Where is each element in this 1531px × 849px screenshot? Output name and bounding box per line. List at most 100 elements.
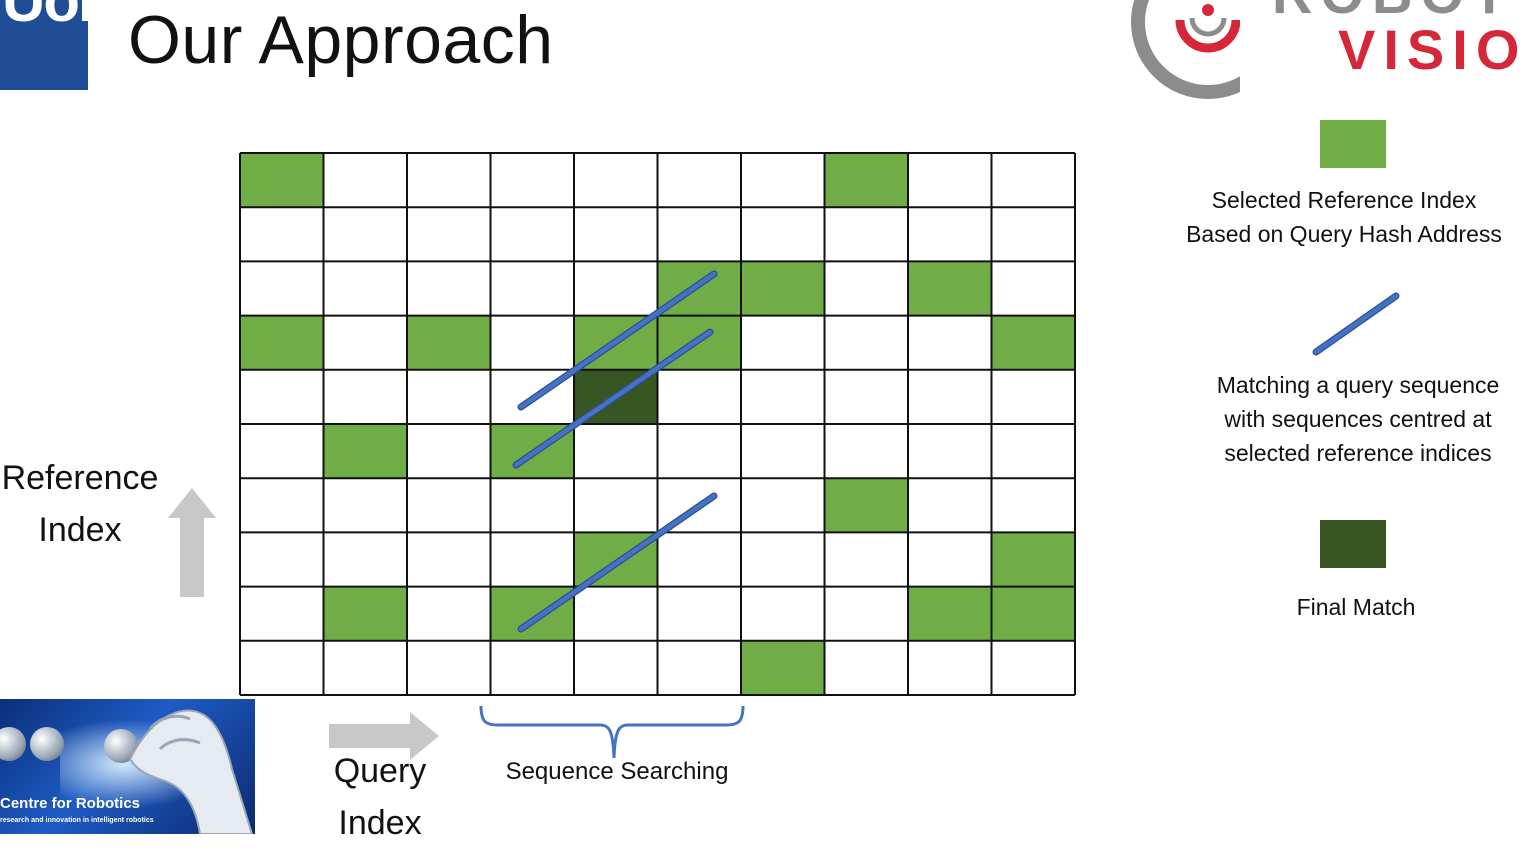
grid-cell-empty <box>824 207 908 262</box>
grid-cell-empty <box>741 315 825 370</box>
grid-cell-empty <box>490 153 574 208</box>
matching-lines <box>512 270 718 633</box>
query-index-label-line1: Query <box>333 752 427 790</box>
grid-cell-empty <box>240 261 324 316</box>
reference-query-grid <box>240 153 1075 695</box>
grid-cell-empty <box>490 261 574 316</box>
sequence-searching-label: Sequence Searching <box>505 758 729 785</box>
legend-final-match-swatch <box>1320 520 1386 568</box>
grid-cell-empty <box>407 640 491 695</box>
grid-cell-empty <box>824 424 908 479</box>
grid-cell-empty <box>991 153 1075 208</box>
grid-cell-empty <box>240 424 324 479</box>
grid-cell-empty <box>657 640 741 695</box>
grid-cell-empty <box>240 586 324 641</box>
grid-cell-empty <box>574 478 658 533</box>
grid-cell-empty <box>991 478 1075 533</box>
grid-cell-empty <box>741 478 825 533</box>
grid-cell-empty <box>908 640 992 695</box>
grid-cell-empty <box>407 478 491 533</box>
banner-subtitle: research and innovation in intelligent r… <box>0 817 154 824</box>
grid-cell-empty <box>741 207 825 262</box>
grid-cell-empty <box>657 369 741 424</box>
slide-title: Our Approach <box>128 2 554 78</box>
grid-cell-empty <box>240 478 324 533</box>
reference-index-label: Reference Index <box>0 452 172 556</box>
robot-vision-wordmark-bottom: VISIO <box>1338 18 1528 81</box>
grid-cell-selected <box>490 586 574 641</box>
reference-index-label-line2: Index <box>38 511 122 549</box>
grid-cell-empty <box>323 532 407 587</box>
grid-cell-empty <box>657 532 741 587</box>
query-index-arrow-icon <box>329 712 439 760</box>
grid-cell-empty <box>490 315 574 370</box>
grid-cell-empty <box>407 261 491 316</box>
grid-cell-empty <box>323 478 407 533</box>
grid-cell-empty <box>574 207 658 262</box>
grid-cell-empty <box>407 424 491 479</box>
legend-matching-line2: with sequences centred at <box>1224 406 1492 432</box>
grid-cell-empty <box>574 586 658 641</box>
grid-cell-empty <box>824 532 908 587</box>
grid-cell-empty <box>407 532 491 587</box>
grid-cell-empty <box>741 153 825 208</box>
grid-cell-empty <box>824 369 908 424</box>
grid-cell-selected <box>240 153 324 208</box>
centre-for-robotics-banner: Centre for Robotics research and innovat… <box>0 699 255 834</box>
grid-cell-selected <box>741 261 825 316</box>
grid-cell-selected <box>991 315 1075 370</box>
grid-cell-empty <box>657 153 741 208</box>
cradle-ball-icon <box>30 727 64 761</box>
grid-cell-empty <box>657 424 741 479</box>
grid-cell-selected <box>407 315 491 370</box>
grid-cell-empty <box>908 424 992 479</box>
legend-selected-line2: Based on Query Hash Address <box>1186 221 1502 247</box>
grid-cell-selected <box>240 315 324 370</box>
robot-vision-wordmark-top: ROBOT <box>1272 0 1514 22</box>
grid-cell-empty <box>991 369 1075 424</box>
cradle-ball-icon <box>0 727 26 761</box>
grid-cell-empty <box>908 478 992 533</box>
legend-selected-line1: Selected Reference Index <box>1211 187 1477 213</box>
grid-cell-empty <box>908 315 992 370</box>
grid-cell-selected <box>741 640 825 695</box>
university-logo-mark: UoB <box>2 0 88 34</box>
robot-vision-eye-icon <box>1131 0 1240 99</box>
match-line <box>518 271 717 410</box>
grid-cell-selected <box>908 261 992 316</box>
grid-cell-empty <box>991 424 1075 479</box>
grid-cell-empty <box>490 640 574 695</box>
grid-cell-empty <box>574 153 658 208</box>
grid-lines <box>239 152 1076 696</box>
grid-cell-empty <box>490 207 574 262</box>
legend-selected-swatch <box>1320 120 1386 168</box>
grid-cell-empty <box>407 207 491 262</box>
grid-cell-empty <box>407 586 491 641</box>
grid-cell-empty <box>323 153 407 208</box>
sequence-searching-brace <box>479 705 745 759</box>
grid-cell-empty <box>908 532 992 587</box>
grid-cell-empty <box>407 153 491 208</box>
grid-cell-empty <box>490 532 574 587</box>
grid-cell-empty <box>240 640 324 695</box>
grid-cell-empty <box>323 315 407 370</box>
grid-cell-empty <box>824 315 908 370</box>
grid-cell-empty <box>574 424 658 479</box>
grid-cell-empty <box>991 640 1075 695</box>
match-line <box>518 493 717 632</box>
grid-cell-selected <box>991 532 1075 587</box>
grid-cell-selected <box>824 478 908 533</box>
grid-cell-empty <box>741 532 825 587</box>
grid-cell-empty <box>574 640 658 695</box>
grid-cell-empty <box>240 207 324 262</box>
grid-cell-empty <box>824 586 908 641</box>
grid-cell-empty <box>323 640 407 695</box>
grid-cell-empty <box>824 261 908 316</box>
legend-matching-line1: Matching a query sequence <box>1216 372 1500 398</box>
query-index-label: Query Index <box>310 745 450 849</box>
banner-title: Centre for Robotics <box>0 795 141 812</box>
legend-match-line-icon-fill <box>1313 293 1399 355</box>
grid-cell-empty <box>323 369 407 424</box>
grid-cell-empty <box>240 532 324 587</box>
grid-cell-empty <box>824 640 908 695</box>
